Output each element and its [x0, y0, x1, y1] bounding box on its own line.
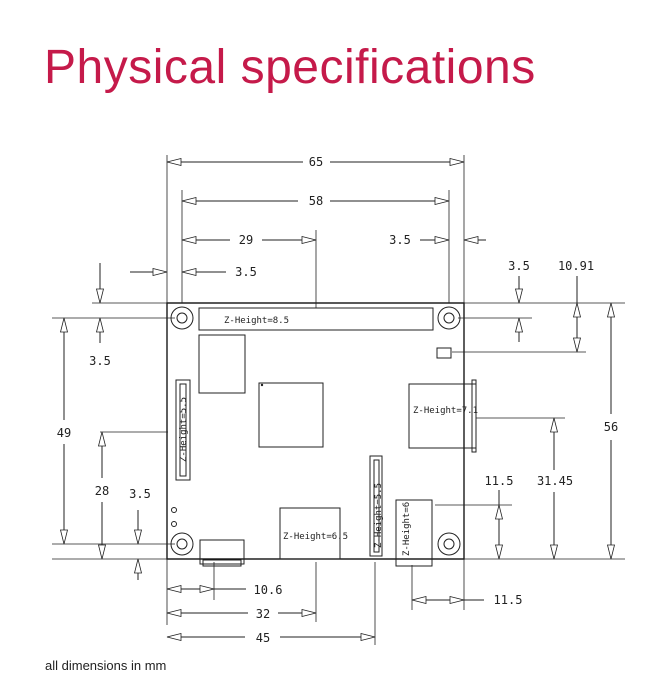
- dim-left-hole-offset: 3.5: [235, 265, 257, 279]
- dimension-labels: 65 58 29 3.5 3.5 3.5 3.5 10.91 49 56 28 …: [57, 155, 618, 645]
- camera-connector: [369, 455, 383, 557]
- dim-left-bottom-offset: 3.5: [129, 487, 151, 501]
- dim-top-hole-offset: 3.5: [89, 354, 111, 368]
- led: [436, 347, 452, 359]
- dimension-lines: [63, 161, 612, 638]
- dim-right-top-component: 10.91: [558, 259, 594, 273]
- z-height-audio-label: Z-Height=6: [402, 502, 412, 556]
- dim-header-right-offset: 3.5: [389, 233, 411, 247]
- dim-hole-height: 49: [57, 426, 71, 440]
- dim-bottom-far-right: 11.5: [494, 593, 523, 607]
- usb-port: [408, 383, 477, 449]
- audio-jack: [395, 499, 433, 567]
- units-footnote: all dimensions in mm: [45, 658, 167, 673]
- z-height-camera-label: Z-Height=5.5: [374, 483, 384, 548]
- page-title: Physical specifications: [44, 41, 536, 94]
- dim-bottom-right: 45: [256, 631, 270, 645]
- pcb-outline: [166, 302, 465, 560]
- power-connector: [199, 539, 245, 565]
- dim-left-lower: 28: [95, 484, 109, 498]
- soc-chip: [258, 382, 324, 448]
- dim-bottom-left: 10.6: [254, 583, 283, 597]
- dim-right-mid: 31.45: [537, 474, 573, 488]
- dim-bottom-mid: 32: [256, 607, 270, 621]
- dim-right-top-offset: 3.5: [508, 259, 530, 273]
- z-height-usb-label: Z-Height=7.1: [413, 406, 478, 416]
- board-components: [171, 307, 477, 567]
- dim-right-lower: 11.5: [485, 474, 514, 488]
- ram-chip: [198, 334, 246, 394]
- z-height-hdmi-label: Z-Height=6.5: [283, 532, 348, 542]
- extension-lines: [52, 155, 625, 645]
- z-height-display-label: Z-Height=5.5: [179, 397, 189, 462]
- display-connector: [175, 379, 191, 481]
- dim-header-center: 29: [239, 233, 253, 247]
- dim-hole-width: 58: [309, 194, 323, 208]
- z-height-header-label: Z-Height=8.5: [224, 316, 289, 326]
- arrowheads: [59, 157, 616, 642]
- mounting-holes: [170, 306, 461, 556]
- dim-total-width: 65: [309, 155, 323, 169]
- gpio-header: [198, 307, 434, 331]
- dim-total-height: 56: [604, 420, 618, 434]
- hdmi-port: [279, 507, 341, 560]
